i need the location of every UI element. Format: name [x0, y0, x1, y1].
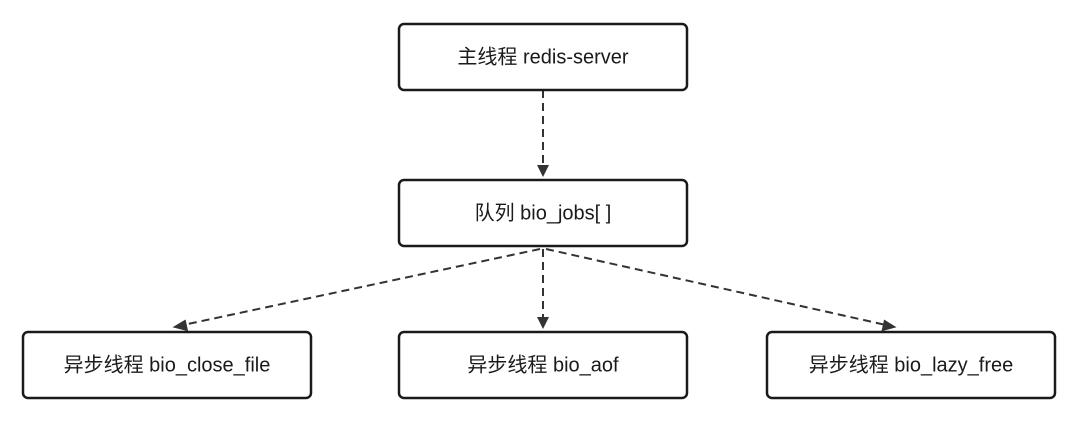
edge-queue-to-lazy-free: [545, 248, 897, 332]
node-label-bio-lazy-free: 异步线程 bio_lazy_free: [809, 353, 1014, 376]
node-box: [397, 22, 689, 92]
node-box: [21, 330, 313, 400]
node-queue: 队列 bio_jobs[ ]: [397, 178, 689, 248]
node-label-bio-close-file: 异步线程 bio_close_file: [64, 353, 271, 376]
arrowhead: [537, 165, 549, 177]
node-main-thread: 主线程 redis-server: [397, 22, 689, 92]
node-box: [765, 330, 1057, 400]
node-box: [397, 178, 689, 248]
arrowhead: [537, 317, 549, 329]
edge-main-to-queue: [537, 90, 549, 177]
edges: [172, 90, 897, 332]
node-label-queue: 队列 bio_jobs[ ]: [475, 201, 612, 224]
edge-queue-to-close-file: [172, 248, 541, 332]
node-bio-aof: 异步线程 bio_aof: [397, 330, 689, 400]
arrowhead: [172, 319, 189, 332]
node-bio-lazy-free: 异步线程 bio_lazy_free: [765, 330, 1057, 400]
node-box: [397, 330, 689, 400]
node-bio-close-file: 异步线程 bio_close_file: [21, 330, 313, 400]
edge-queue-to-aof: [537, 249, 549, 329]
node-label-main-thread: 主线程 redis-server: [457, 45, 628, 68]
node-label-bio-aof: 异步线程 bio_aof: [467, 353, 619, 376]
arrowhead: [881, 319, 897, 332]
